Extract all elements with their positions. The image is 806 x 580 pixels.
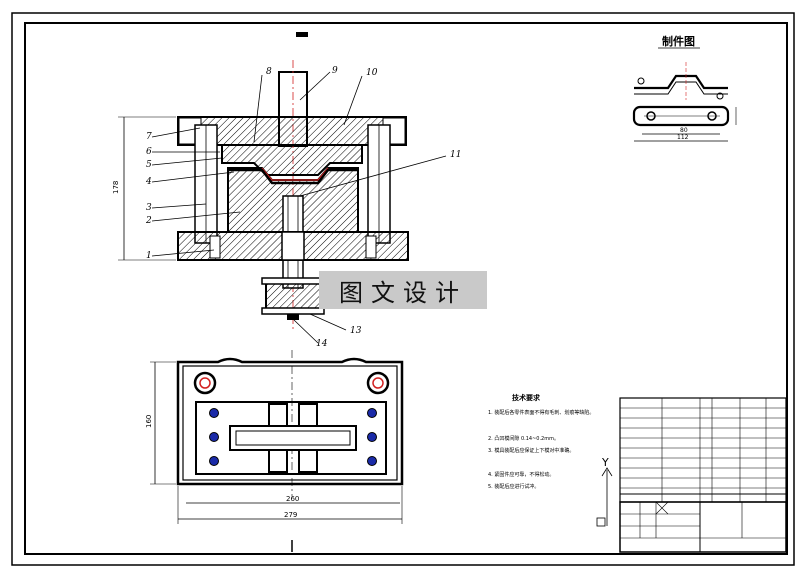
plan-view: 160 260 279: [145, 350, 404, 552]
callout-9: 9: [332, 66, 338, 76]
axis-y-label: Y: [601, 456, 609, 469]
callout-13: 13: [350, 326, 362, 336]
dim-part-length-inner: 80: [680, 127, 688, 134]
part-view-title: 制件图: [662, 34, 695, 48]
callout-14: 14: [316, 339, 328, 349]
dim-overall-height: 178: [112, 181, 120, 194]
callout-7: 7: [146, 132, 152, 142]
parts-list: [619, 397, 787, 553]
tech-requirement-4: 4. 紧固件应可靠，不得松动。: [488, 471, 554, 478]
tech-requirement-3: 3. 模具装配后应保证上下模对中准确。: [488, 447, 574, 454]
tech-requirements-title: 技术要求: [512, 393, 541, 402]
front-section-view: 1 7 8: [112, 60, 409, 330]
dim-plan-width-inner: 260: [286, 495, 299, 503]
part-drawing: 制件图 80 112: [632, 34, 737, 142]
axis-indicator: Y: [596, 456, 613, 527]
tech-requirement-5: 5. 装配后应进行试冲。: [488, 483, 539, 490]
callout-2: 2: [145, 216, 152, 226]
callout-10: 10: [366, 68, 378, 78]
dim-part-length-outer: 112: [677, 134, 689, 141]
tech-requirements: 技术要求 1. 装配后各零件表面不得有毛刺、划痕等缺陷。 2. 凸凹模间隙 0.…: [488, 393, 594, 490]
tech-requirement-2: 2. 凸凹模间隙 0.14~0.2mm。: [488, 435, 559, 442]
callout-8: 8: [266, 67, 272, 77]
callout-3: 3: [146, 203, 152, 213]
callout-11: 11: [450, 150, 461, 160]
callout-1: 1: [146, 251, 152, 261]
outer-frame: [11, 12, 795, 566]
watermark-stamp: 图文设计: [319, 271, 487, 309]
callout-5: 5: [146, 160, 152, 170]
dim-plan-height: 160: [145, 415, 153, 428]
center-mark: [296, 32, 308, 37]
callout-4: 4: [145, 177, 152, 187]
callout-6: 6: [146, 147, 152, 157]
callouts: 1 2 3 4 5 6 7 8 9 10 11 13 14: [145, 66, 461, 349]
inner-frame: [24, 22, 788, 555]
dim-plan-width-outer: 279: [284, 511, 297, 519]
tech-requirement-1: 1. 装配后各零件表面不得有毛刺、划痕等缺陷。: [488, 409, 594, 416]
